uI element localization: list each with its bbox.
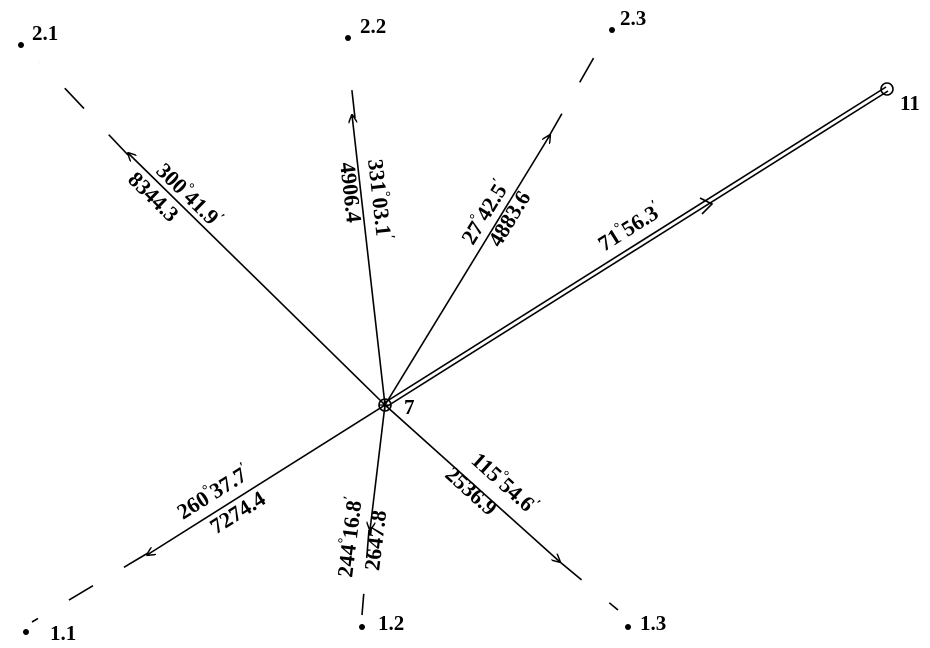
arrow-to-11	[699, 197, 714, 215]
point-labels: 2.1 2.2 2.3 1.1 1.2 1.3	[32, 6, 666, 645]
dashed-extensions	[31, 37, 619, 623]
dash-to-2-3	[547, 37, 606, 139]
point-markers	[18, 27, 631, 635]
dash-to-2-1	[39, 61, 129, 156]
svg-text:331°03.1′: 331°03.1′	[363, 158, 397, 241]
bearing-min: 16.8	[337, 499, 367, 540]
min-mark: ′	[342, 495, 357, 501]
deg-mark: °	[377, 191, 393, 198]
point-1-1-dot	[23, 629, 29, 635]
point-label-2-3: 2.3	[620, 6, 646, 30]
point-2-3-dot	[609, 27, 615, 33]
line-to-1-1	[147, 404, 386, 555]
bearing-deg: 244	[332, 543, 361, 579]
line-to-2-1	[128, 153, 386, 406]
point-2-1-dot	[18, 42, 24, 48]
measurement-to-1-2: 244°16.8′ 2647.8	[332, 495, 391, 579]
dash-to-1-3	[559, 561, 619, 611]
target-11-symbol	[880, 82, 894, 96]
point-2-2-dot	[345, 35, 351, 41]
deg-mark: °	[336, 537, 352, 544]
dash-to-1-1	[31, 552, 149, 623]
min-mark: ′	[490, 176, 505, 187]
svg-text:244°16.8′: 244°16.8′	[332, 495, 367, 579]
measurement-to-1-1: 260°37.7′ 7274.4	[172, 460, 269, 539]
line-to-1-2	[370, 404, 386, 530]
dash-to-2-2	[347, 54, 356, 119]
line-to-2-2	[352, 115, 386, 406]
min-mark: ′	[238, 460, 249, 475]
target-label: 11	[900, 91, 920, 115]
bearing-deg: 331	[363, 158, 392, 194]
point-label-1-2: 1.2	[378, 611, 404, 635]
line-to-2-3	[384, 135, 550, 406]
dash-to-1-2	[361, 529, 370, 616]
line-to-11-a	[383, 86, 887, 404]
bearing-min: 03.1	[367, 196, 396, 237]
point-1-3-dot	[625, 624, 631, 630]
point-label-1-1: 1.1	[50, 621, 76, 645]
station-label: 7	[404, 395, 415, 419]
min-mark: ′	[649, 198, 660, 213]
station-7-symbol	[378, 398, 392, 412]
point-label-1-3: 1.3	[640, 611, 666, 635]
measurement-to-1-3: 115°54.6′ 2536.9	[441, 447, 543, 520]
point-1-2-dot	[359, 624, 365, 630]
direction-lines	[128, 86, 889, 562]
measurement-to-2-2: 331°03.1′ 4906.4	[335, 158, 397, 241]
distance: 4906.4	[335, 161, 367, 224]
point-label-2-2: 2.2	[360, 14, 386, 38]
point-label-2-1: 2.1	[32, 21, 58, 45]
line-to-1-3	[384, 404, 560, 562]
line-to-11-b	[385, 90, 889, 408]
min-mark: ′	[382, 234, 397, 240]
measurement-to-2-3: 27°42.5′ 4883.6	[456, 176, 536, 251]
